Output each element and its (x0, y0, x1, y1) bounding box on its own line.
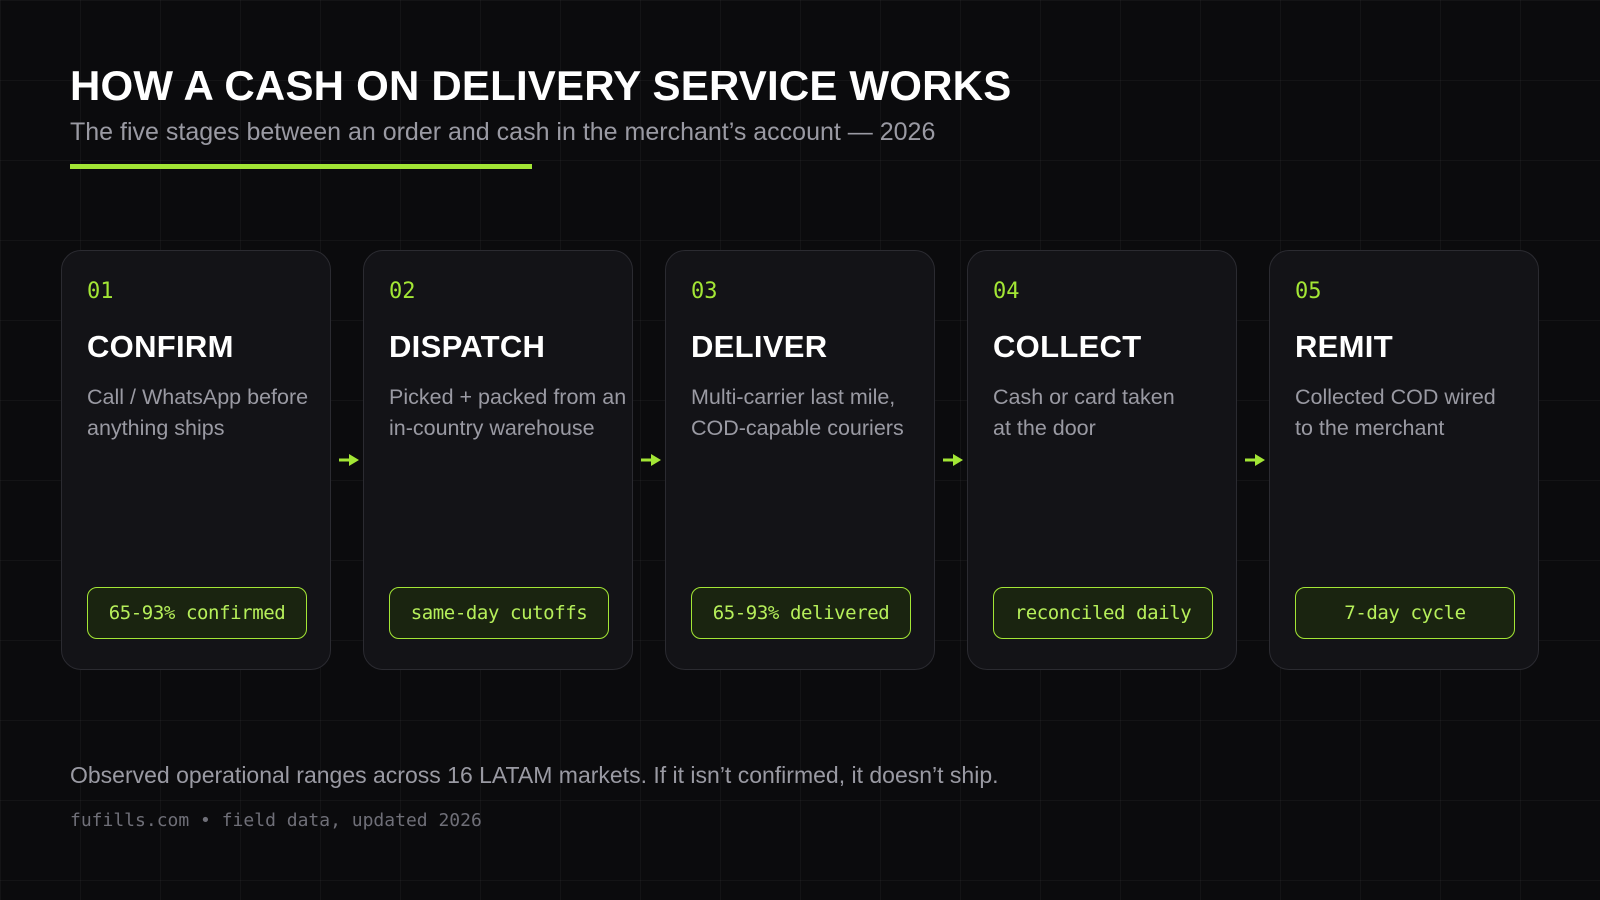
title-accent-rule (70, 164, 532, 169)
stage-metric-badge: 65-93% delivered (691, 587, 911, 639)
stage-name: REMIT (1295, 329, 1393, 364)
stage-number: 01 (87, 279, 114, 304)
stage-card-deliver: 03 DELIVER Multi-carrier last mile, COD-… (665, 250, 935, 670)
stage-description-line: Call / WhatsApp before (87, 385, 309, 409)
stage-description-line: anything ships (87, 416, 225, 440)
stage-card-confirm: 01 CONFIRM Call / WhatsApp before anythi… (61, 250, 331, 670)
stage-name: COLLECT (993, 329, 1142, 364)
stage-description: Picked + packed from an in-country wareh… (389, 382, 637, 444)
stage-metric-badge: reconciled daily (993, 587, 1213, 639)
stage-metric-badge: 65-93% confirmed (87, 587, 307, 639)
stage-card-remit: 05 REMIT Collected COD wired to the merc… (1269, 250, 1539, 670)
stage-metric-badge: 7-day cycle (1295, 587, 1515, 639)
stage-description-line: in-country warehouse (389, 416, 595, 440)
stage-description-line: Multi-carrier last mile, (691, 385, 896, 409)
stage-number: 05 (1295, 279, 1322, 304)
stage-card-collect: 04 COLLECT Cash or card taken at the doo… (967, 250, 1237, 670)
stage-number: 02 (389, 279, 416, 304)
stage-description: Multi-carrier last mile, COD-capable cou… (691, 382, 939, 444)
stage-description-line: Collected COD wired (1295, 385, 1496, 409)
arrow-right-icon (943, 454, 963, 466)
page-subtitle: The five stages between an order and cas… (70, 118, 936, 146)
footnote: Observed operational ranges across 16 LA… (70, 762, 999, 788)
stage-card-dispatch: 02 DISPATCH Picked + packed from an in-c… (363, 250, 633, 670)
source-credit: fufills.com • field data, updated 2026 (70, 810, 482, 831)
stage-name: CONFIRM (87, 329, 234, 364)
stage-number: 03 (691, 279, 718, 304)
arrow-right-icon (641, 454, 661, 466)
stage-description: Call / WhatsApp before anything ships (87, 382, 335, 444)
stage-description-line: Picked + packed from an (389, 385, 627, 409)
stage-description-line: at the door (993, 416, 1096, 440)
stage-description: Collected COD wired to the merchant (1295, 382, 1543, 444)
stage-description-line: COD-capable couriers (691, 416, 904, 440)
stage-name: DELIVER (691, 329, 828, 364)
page-title: HOW A CASH ON DELIVERY SERVICE WORKS (70, 62, 1012, 109)
stage-number: 04 (993, 279, 1020, 304)
stage-description-line: to the merchant (1295, 416, 1445, 440)
stage-description-line: Cash or card taken (993, 385, 1175, 409)
stage-description: Cash or card taken at the door (993, 382, 1241, 444)
stage-name: DISPATCH (389, 329, 546, 364)
stage-metric-badge: same-day cutoffs (389, 587, 609, 639)
arrow-right-icon (1245, 454, 1265, 466)
arrow-right-icon (339, 454, 359, 466)
